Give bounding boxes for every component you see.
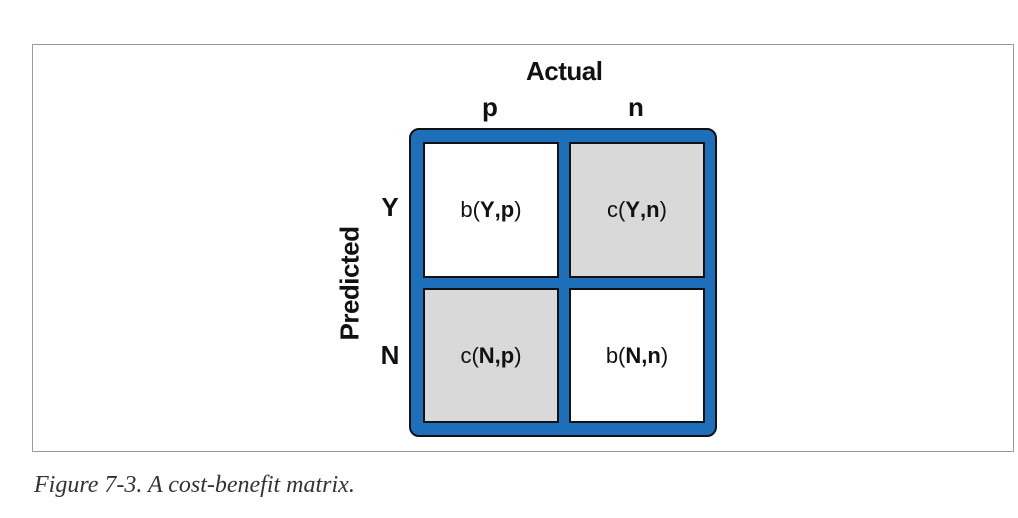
cell-cost-y-n: c(Y,n)	[569, 142, 705, 278]
cell-col-var: n	[646, 197, 660, 222]
cell-prefix: c(	[607, 197, 626, 222]
cell-suffix: )	[660, 342, 669, 368]
cell-suffix: )	[514, 342, 522, 368]
row-label-n: N	[380, 340, 400, 370]
cell-col-var: n	[647, 342, 661, 368]
cell-prefix: b(	[460, 197, 480, 222]
cell-sep: ,	[640, 197, 647, 222]
cell-suffix: )	[659, 197, 667, 222]
cost-benefit-matrix: b(Y,p) c(Y,n) c(N,p) b(N,n)	[409, 128, 717, 437]
cell-benefit-y-p: b(Y,p)	[423, 142, 559, 278]
cell-row-var: N	[478, 342, 495, 368]
predicted-axis-title: Predicted	[334, 226, 365, 341]
cell-cost-n-p: c(N,p)	[423, 288, 559, 423]
cell-row-var: N	[625, 342, 642, 368]
row-label-y: Y	[381, 192, 399, 222]
cell-sep: ,	[494, 342, 501, 368]
cell-sep: ,	[494, 197, 501, 222]
cell-sep: ,	[641, 342, 648, 368]
actual-axis-title: Actual	[526, 56, 603, 86]
cell-col-var: p	[500, 342, 515, 368]
cell-benefit-n-n: b(N,n)	[569, 288, 705, 423]
column-label-n: n	[628, 92, 644, 122]
cell-col-var: p	[500, 197, 515, 222]
cell-row-var: Y	[479, 197, 495, 222]
cell-prefix: c(	[460, 342, 479, 368]
cell-suffix: )	[514, 197, 522, 222]
column-label-p: p	[482, 92, 498, 122]
figure-caption: Figure 7-3. A cost-benefit matrix.	[34, 472, 355, 498]
cell-prefix: b(	[605, 342, 626, 368]
cell-row-var: Y	[625, 197, 641, 222]
